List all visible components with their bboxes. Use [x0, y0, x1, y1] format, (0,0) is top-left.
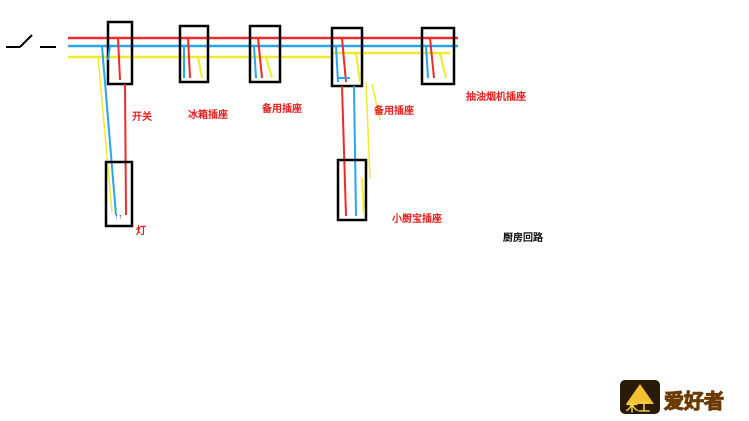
hood-socket-label: 抽油烟机插座 [466, 90, 526, 103]
svg-text:↑↑: ↑↑ [115, 213, 122, 221]
spare-socket-1-label: 备用插座 [261, 102, 302, 115]
hood-socket-box [420, 26, 456, 86]
fridge-socket-label: 冰箱插座 [188, 108, 228, 121]
logo-badge-text: 木工 [625, 399, 650, 414]
logo-text: 爱好者 [664, 389, 724, 413]
switch-box [97, 20, 134, 216]
fridge-socket-box [178, 24, 210, 84]
main-bus [68, 36, 458, 59]
lamp-label: 灯 [136, 224, 146, 237]
appliance-socket-box [336, 158, 368, 222]
spare-socket-2-label: 备用插座 [373, 104, 414, 117]
breaker-symbol [6, 34, 56, 48]
switch-label: 开关 [132, 110, 152, 123]
spare-socket-2-box [330, 26, 381, 217]
lamp-box: ↑↑ [104, 160, 134, 228]
appliance-socket-label: 小厨宝插座 [391, 212, 442, 225]
site-logo: 木工 爱好者 [620, 380, 725, 414]
spare-socket-1-box [248, 24, 282, 84]
diagram-title: 厨房回路 [503, 231, 544, 244]
